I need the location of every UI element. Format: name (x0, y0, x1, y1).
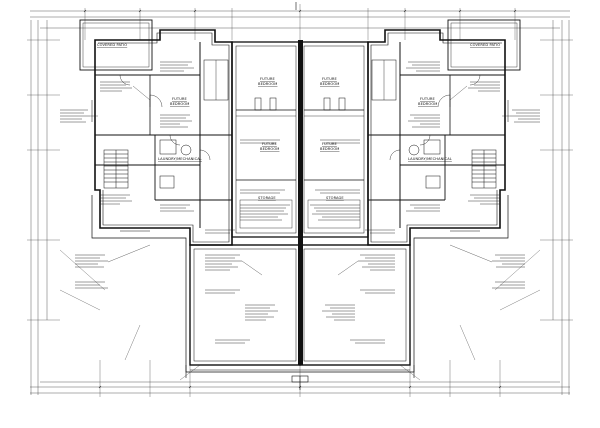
label-future-bedroom-center-right-mid: FUTURE (322, 142, 338, 146)
section-markers (291, 2, 309, 390)
label-future-bedroom-left-1: FUTURE (172, 97, 188, 101)
label-future-bedroom-center-left-mid: FUTURE (262, 142, 278, 146)
label-storage-left: STORAGE (258, 196, 276, 200)
label-future-bedroom-right-1: FUTURE (420, 97, 436, 101)
label-future-bedroom-center-right-top: FUTURE (322, 77, 338, 81)
label-future-bedroom-right-1b: BEDROOM (418, 102, 437, 106)
leader-lines (59, 249, 541, 381)
label-future-bedroom-center-left-midb: BEDROOM (260, 147, 279, 151)
label-future-bedroom-center-right-topb: BEDROOM (320, 82, 339, 86)
label-laundry-left: LAUNDRY/MECHANICAL (158, 157, 202, 161)
label-storage-right: STORAGE (326, 196, 344, 200)
label-future-bedroom-left-1b: BEDROOM (170, 102, 189, 106)
annotation-notes (60, 61, 540, 344)
room-labels: COVERED PATIO COVERED PATIO FUTURE BEDRO… (97, 43, 500, 200)
left-storage (231, 41, 301, 238)
label-covered-patio-right: COVERED PATIO (470, 43, 500, 47)
label-covered-patio-left: COVERED PATIO (97, 43, 127, 47)
label-future-bedroom-center-left-top: FUTURE (260, 77, 276, 81)
label-future-bedroom-center-right-midb: BEDROOM (320, 147, 339, 151)
label-future-bedroom-center-left-topb: BEDROOM (258, 82, 277, 86)
party-wall (298, 40, 303, 365)
foundation-outline (91, 195, 509, 373)
left-garage (185, 244, 301, 378)
right-unit-walls (299, 19, 521, 378)
label-laundry-right: LAUNDRY/MECHANICAL (408, 157, 452, 161)
left-unit-walls (79, 19, 233, 246)
